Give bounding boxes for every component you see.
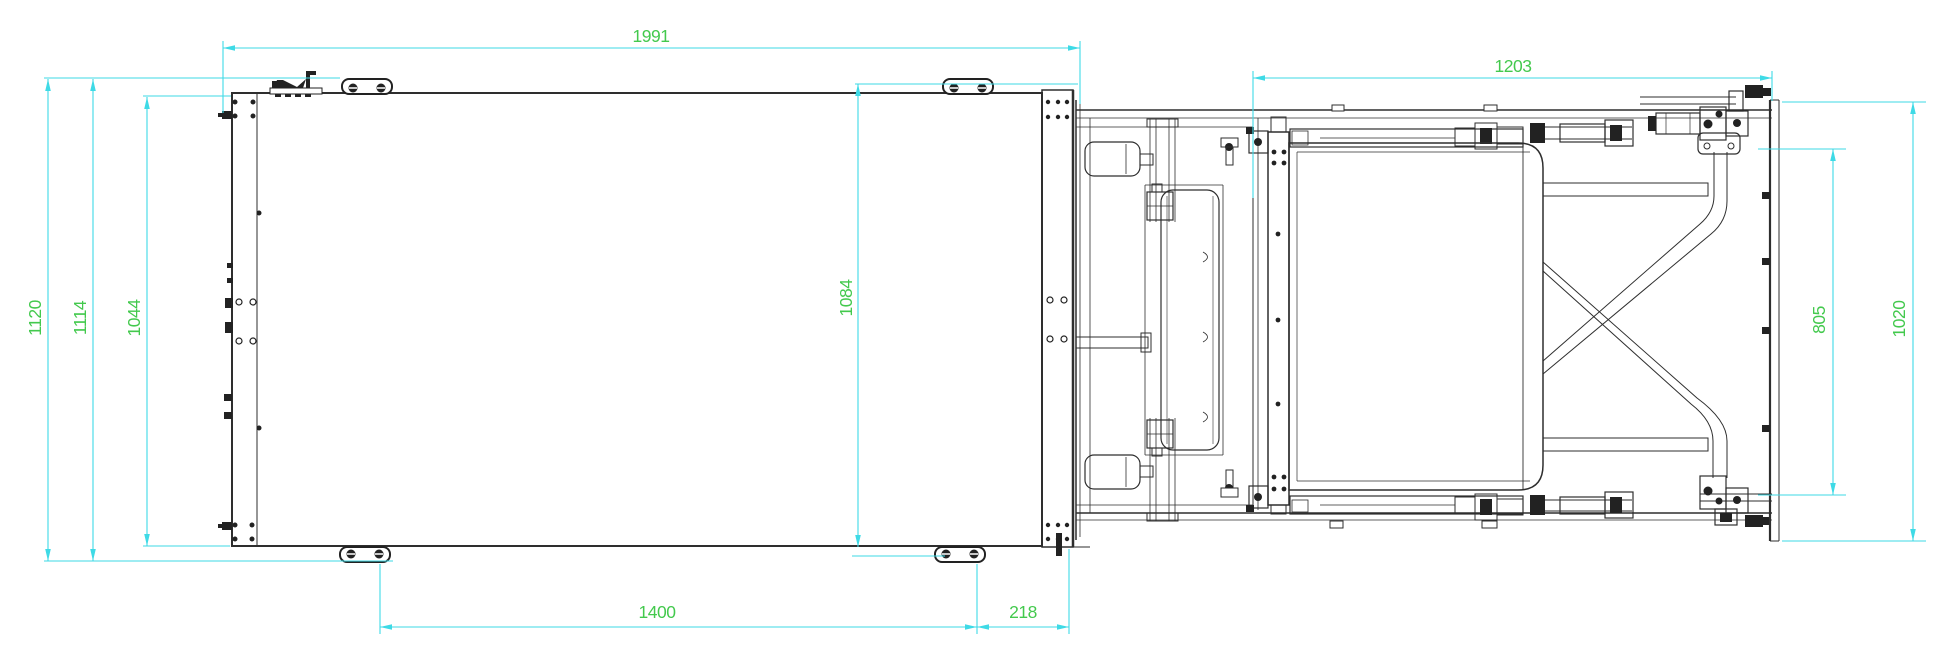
dim-mid-height-label: 1084 xyxy=(836,279,856,317)
t-bolt-top xyxy=(1220,137,1239,166)
handle-bottom-right xyxy=(934,546,986,563)
dim-right-plate-height-label: 1020 xyxy=(1889,300,1909,338)
pivot-top xyxy=(1246,127,1269,154)
dimension-labels: 1991 1203 1120 1114 1044 1084 805 1020 1… xyxy=(25,26,1909,622)
latch-top xyxy=(1530,85,1771,155)
carriage-bottom xyxy=(1146,418,1179,522)
center-mechanism xyxy=(1056,100,1772,556)
handle-bottom-left xyxy=(339,546,391,563)
frame-bar-top xyxy=(1289,122,1524,150)
dimension-layer: 1991 1203 1120 1114 1044 1084 805 1020 1… xyxy=(25,26,1926,634)
dim-left-outer-height-label: 1114 xyxy=(70,300,90,335)
table-surface xyxy=(1288,142,1544,491)
cylinder-top xyxy=(1084,141,1154,177)
pivot-bottom xyxy=(1246,485,1269,512)
flange-bolts xyxy=(1045,99,1070,542)
dim-top-width-label: 1991 xyxy=(633,26,670,46)
roller xyxy=(1144,183,1224,457)
slide-column xyxy=(1267,116,1290,515)
dim-left-inner-height-label: 1044 xyxy=(124,299,144,337)
cylinder-bottom xyxy=(1084,454,1154,490)
dimension-arrows xyxy=(45,45,1916,630)
dim-bottom-flange-width-label: 218 xyxy=(1009,602,1037,622)
frame-bar-bottom xyxy=(1289,493,1524,521)
handle-top-right xyxy=(942,78,994,95)
latch-bottom xyxy=(1530,475,1772,527)
t-bolt-bottom xyxy=(1220,469,1239,498)
dim-left-overall-height-label: 1120 xyxy=(25,299,45,335)
handle-top-left xyxy=(341,78,393,95)
left-tray xyxy=(218,71,1075,563)
dim-bottom-body-width-label: 1400 xyxy=(639,602,677,622)
saddle-bracket xyxy=(269,71,323,97)
dim-table-height-label: 805 xyxy=(1809,306,1829,334)
right-plate xyxy=(1762,99,1780,542)
table-assembly xyxy=(1246,85,1780,542)
x-brace xyxy=(1542,152,1728,478)
left-edge-hardware xyxy=(218,99,262,542)
carriage-top xyxy=(1146,118,1179,222)
dim-right-assembly-width-label: 1203 xyxy=(1495,56,1532,76)
